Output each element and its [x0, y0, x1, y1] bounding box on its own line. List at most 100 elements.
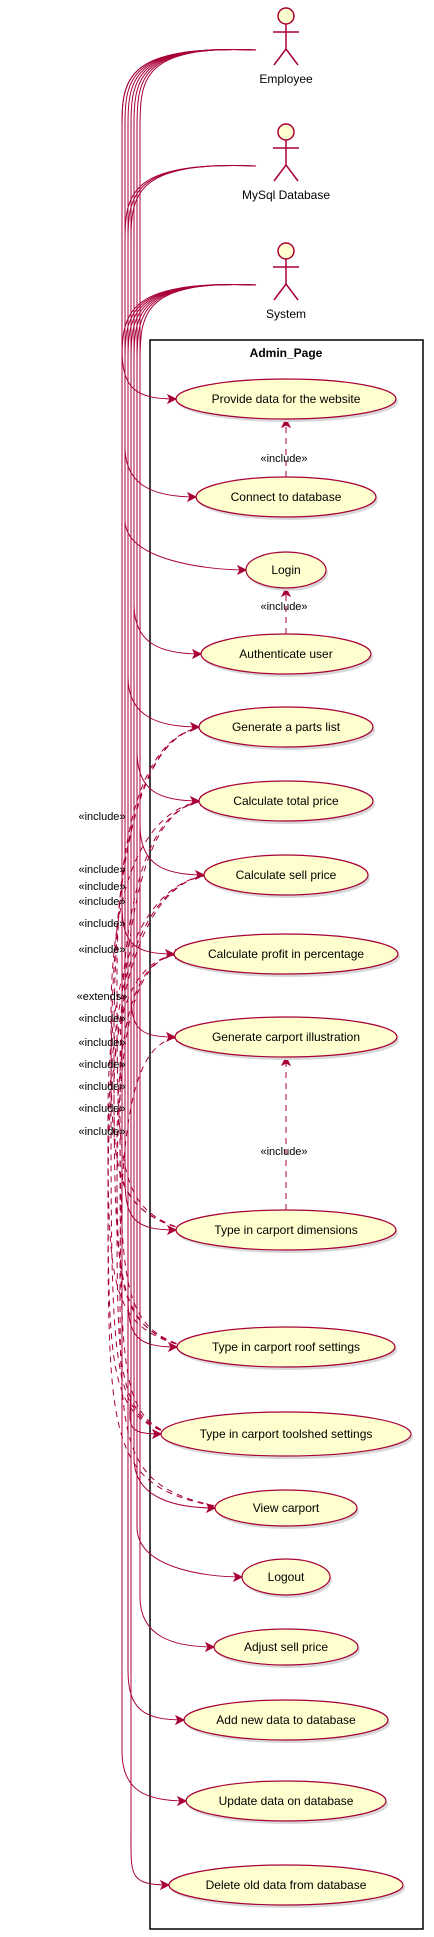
actor-legs — [273, 163, 299, 182]
association-arrowhead — [174, 1714, 186, 1726]
use-case-ellipse — [245, 551, 327, 589]
actor-head — [277, 7, 295, 25]
include-line — [110, 726, 210, 1435]
association-arrowhead — [232, 1571, 244, 1583]
use-case-add-new-data-to-database: Add new data to database — [183, 1699, 390, 1743]
include-line — [107, 874, 215, 1348]
association-arrowhead — [166, 1224, 178, 1236]
relation-label: «include» — [78, 864, 125, 876]
use-case-provide-data-for-the-website: Provide data for the website — [175, 378, 398, 422]
use-case-label: Login — [271, 563, 300, 577]
association-arrowhead — [236, 564, 248, 576]
use-case-calculate-sell-price: Calculate sell price — [203, 854, 370, 898]
actor-employee: Employee — [259, 7, 313, 86]
include-line — [116, 953, 188, 1348]
use-case-label: Provide data for the website — [212, 392, 361, 406]
relation-label: «include» — [78, 811, 125, 823]
relation-label: «include» — [78, 1059, 125, 1071]
actor-label: System — [266, 307, 306, 321]
relation-label: «extends» — [77, 991, 128, 1003]
relation-label: «include» — [78, 1126, 125, 1138]
association-line — [121, 49, 257, 1802]
use-case-label: Authenticate user — [239, 647, 332, 661]
use-case-label: Type in carport dimensions — [214, 1223, 357, 1237]
system-boundary — [149, 339, 424, 1930]
relation-label: «include» — [78, 1013, 125, 1025]
actor-head — [277, 123, 295, 141]
include-line — [119, 800, 210, 1435]
association-line — [124, 165, 257, 498]
use-case-ellipse — [195, 476, 377, 518]
association-line — [139, 284, 257, 876]
association-line — [129, 284, 257, 1435]
association-arrowhead — [166, 393, 178, 405]
use-case-login: Login — [245, 551, 328, 591]
use-case-ellipse — [198, 780, 374, 822]
use-case-ellipse — [185, 1780, 387, 1822]
use-case-label: Type in carport roof settings — [212, 1340, 360, 1354]
use-case-authenticate-user: Authenticate user — [200, 633, 373, 677]
include-line — [116, 953, 185, 1435]
use-case-ellipse — [183, 1699, 389, 1741]
include-line — [113, 726, 210, 1348]
relation-label: «include» — [78, 1037, 125, 1049]
use-case-ellipse — [176, 1326, 396, 1368]
actor-label: MySql Database — [242, 188, 330, 202]
actor-system: System — [266, 242, 306, 321]
use-case-label: Generate carport illustration — [212, 1030, 360, 1044]
use-case-calculate-total-price: Calculate total price — [198, 780, 375, 824]
association-arrowhead — [167, 1341, 179, 1353]
use-case-ellipse — [214, 1489, 358, 1527]
association-arrowhead — [204, 1641, 216, 1653]
use-case-ellipse — [241, 1558, 331, 1596]
association-arrowhead — [191, 648, 203, 660]
use-case-view-carport: View carport — [214, 1489, 359, 1529]
association-arrowhead — [164, 948, 176, 960]
use-case-type-in-carport-toolshed-settings: Type in carport toolshed settings — [160, 1411, 413, 1459]
use-case-generate-carport-illustration: Generate carport illustration — [174, 1016, 399, 1060]
use-case-ellipse — [168, 1864, 404, 1906]
association-line — [139, 49, 257, 1648]
association-arrowhead — [159, 1879, 171, 1891]
use-case-label: Calculate profit in percentage — [208, 947, 364, 961]
use-case-label: Adjust sell price — [244, 1640, 328, 1654]
use-case-label: Delete old data from database — [206, 1878, 367, 1892]
use-case-ellipse — [198, 706, 374, 748]
use-case-label: Connect to database — [231, 490, 342, 504]
association-arrowhead — [176, 1795, 188, 1807]
relation-label: «include» — [78, 881, 125, 893]
use-case-ellipse — [203, 854, 369, 896]
include-arrowhead — [280, 1055, 292, 1067]
actor-mysql: MySql Database — [242, 123, 330, 202]
include-line — [113, 953, 187, 1231]
use-case-calculate-profit-in-percentage: Calculate profit in percentage — [173, 933, 400, 977]
include-line — [116, 726, 210, 1231]
system-boundary-title: Admin_Page — [250, 346, 323, 360]
include-arrowhead — [280, 417, 292, 429]
use-case-label: Calculate sell price — [236, 868, 337, 882]
relation-label: «include» — [78, 896, 125, 908]
use-case-ellipse — [175, 1209, 397, 1251]
use-case-type-in-carport-roof-settings: Type in carport roof settings — [176, 1326, 397, 1370]
use-case-connect-to-database: Connect to database — [195, 476, 378, 520]
association-line — [121, 49, 257, 400]
use-case-type-in-carport-dimensions: Type in carport dimensions — [175, 1209, 398, 1253]
use-case-label: Add new data to database — [216, 1713, 356, 1727]
include-line — [110, 800, 210, 1231]
use-case-ellipse — [173, 933, 399, 975]
use-case-label: Logout — [268, 1570, 305, 1584]
actor-head — [277, 242, 295, 260]
association-arrowhead — [186, 491, 198, 503]
use-case-adjust-sell-price: Adjust sell price — [213, 1628, 360, 1668]
use-case-ellipse — [213, 1628, 359, 1666]
use-case-ellipse — [174, 1016, 398, 1058]
include-line — [119, 800, 210, 1348]
relation-label: «include» — [260, 601, 307, 613]
use-case-ellipse — [175, 378, 397, 420]
actor-label: Employee — [259, 72, 313, 86]
use-case-label: Type in carport toolshed settings — [200, 1427, 373, 1441]
use-case-label: Generate a parts list — [232, 720, 341, 734]
use-case-delete-old-data-from-database: Delete old data from database — [168, 1864, 405, 1908]
association-arrowhead — [151, 1428, 163, 1440]
